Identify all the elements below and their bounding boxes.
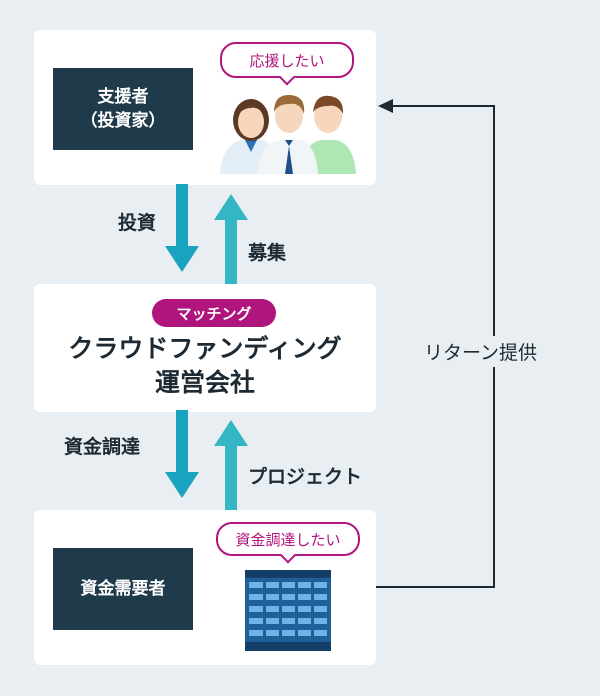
invest-label: 投資 (118, 212, 157, 234)
recruit-arrow-icon (214, 194, 248, 284)
people-icon (220, 94, 356, 174)
seeker-card: 資金需要者 資金調達したい (34, 510, 376, 665)
supporter-bubble: 応援したい (220, 42, 354, 78)
funding-label: 資金調達 (64, 436, 141, 458)
supporter-card: 支援者 （投資家） 応援したい (34, 30, 376, 185)
invest-arrow-icon (165, 184, 199, 272)
platform-title-line2: 運営会社 (154, 368, 255, 397)
supporter-label-line1: 支援者 (97, 87, 149, 107)
seeker-bubble: 資金調達したい (216, 522, 360, 556)
platform-card: マッチング クラウドファンディング 運営会社 (34, 284, 376, 412)
building-icon (245, 570, 331, 651)
return-label: リターン提供 (420, 336, 542, 367)
supporter-box: 支援者 （投資家） (53, 68, 193, 150)
matching-badge: マッチング (152, 299, 276, 327)
seeker-box: 資金需要者 (53, 548, 193, 630)
funding-arrow-icon (165, 410, 199, 498)
supporter-label-line2: （投資家） (80, 111, 166, 131)
platform-title: クラウドファンディング 運営会社 (34, 332, 376, 400)
platform-title-line1: クラウドファンディング (68, 334, 342, 363)
project-arrow-icon (214, 420, 248, 512)
recruit-label: 募集 (248, 242, 287, 264)
project-label: プロジェクト (248, 466, 363, 488)
